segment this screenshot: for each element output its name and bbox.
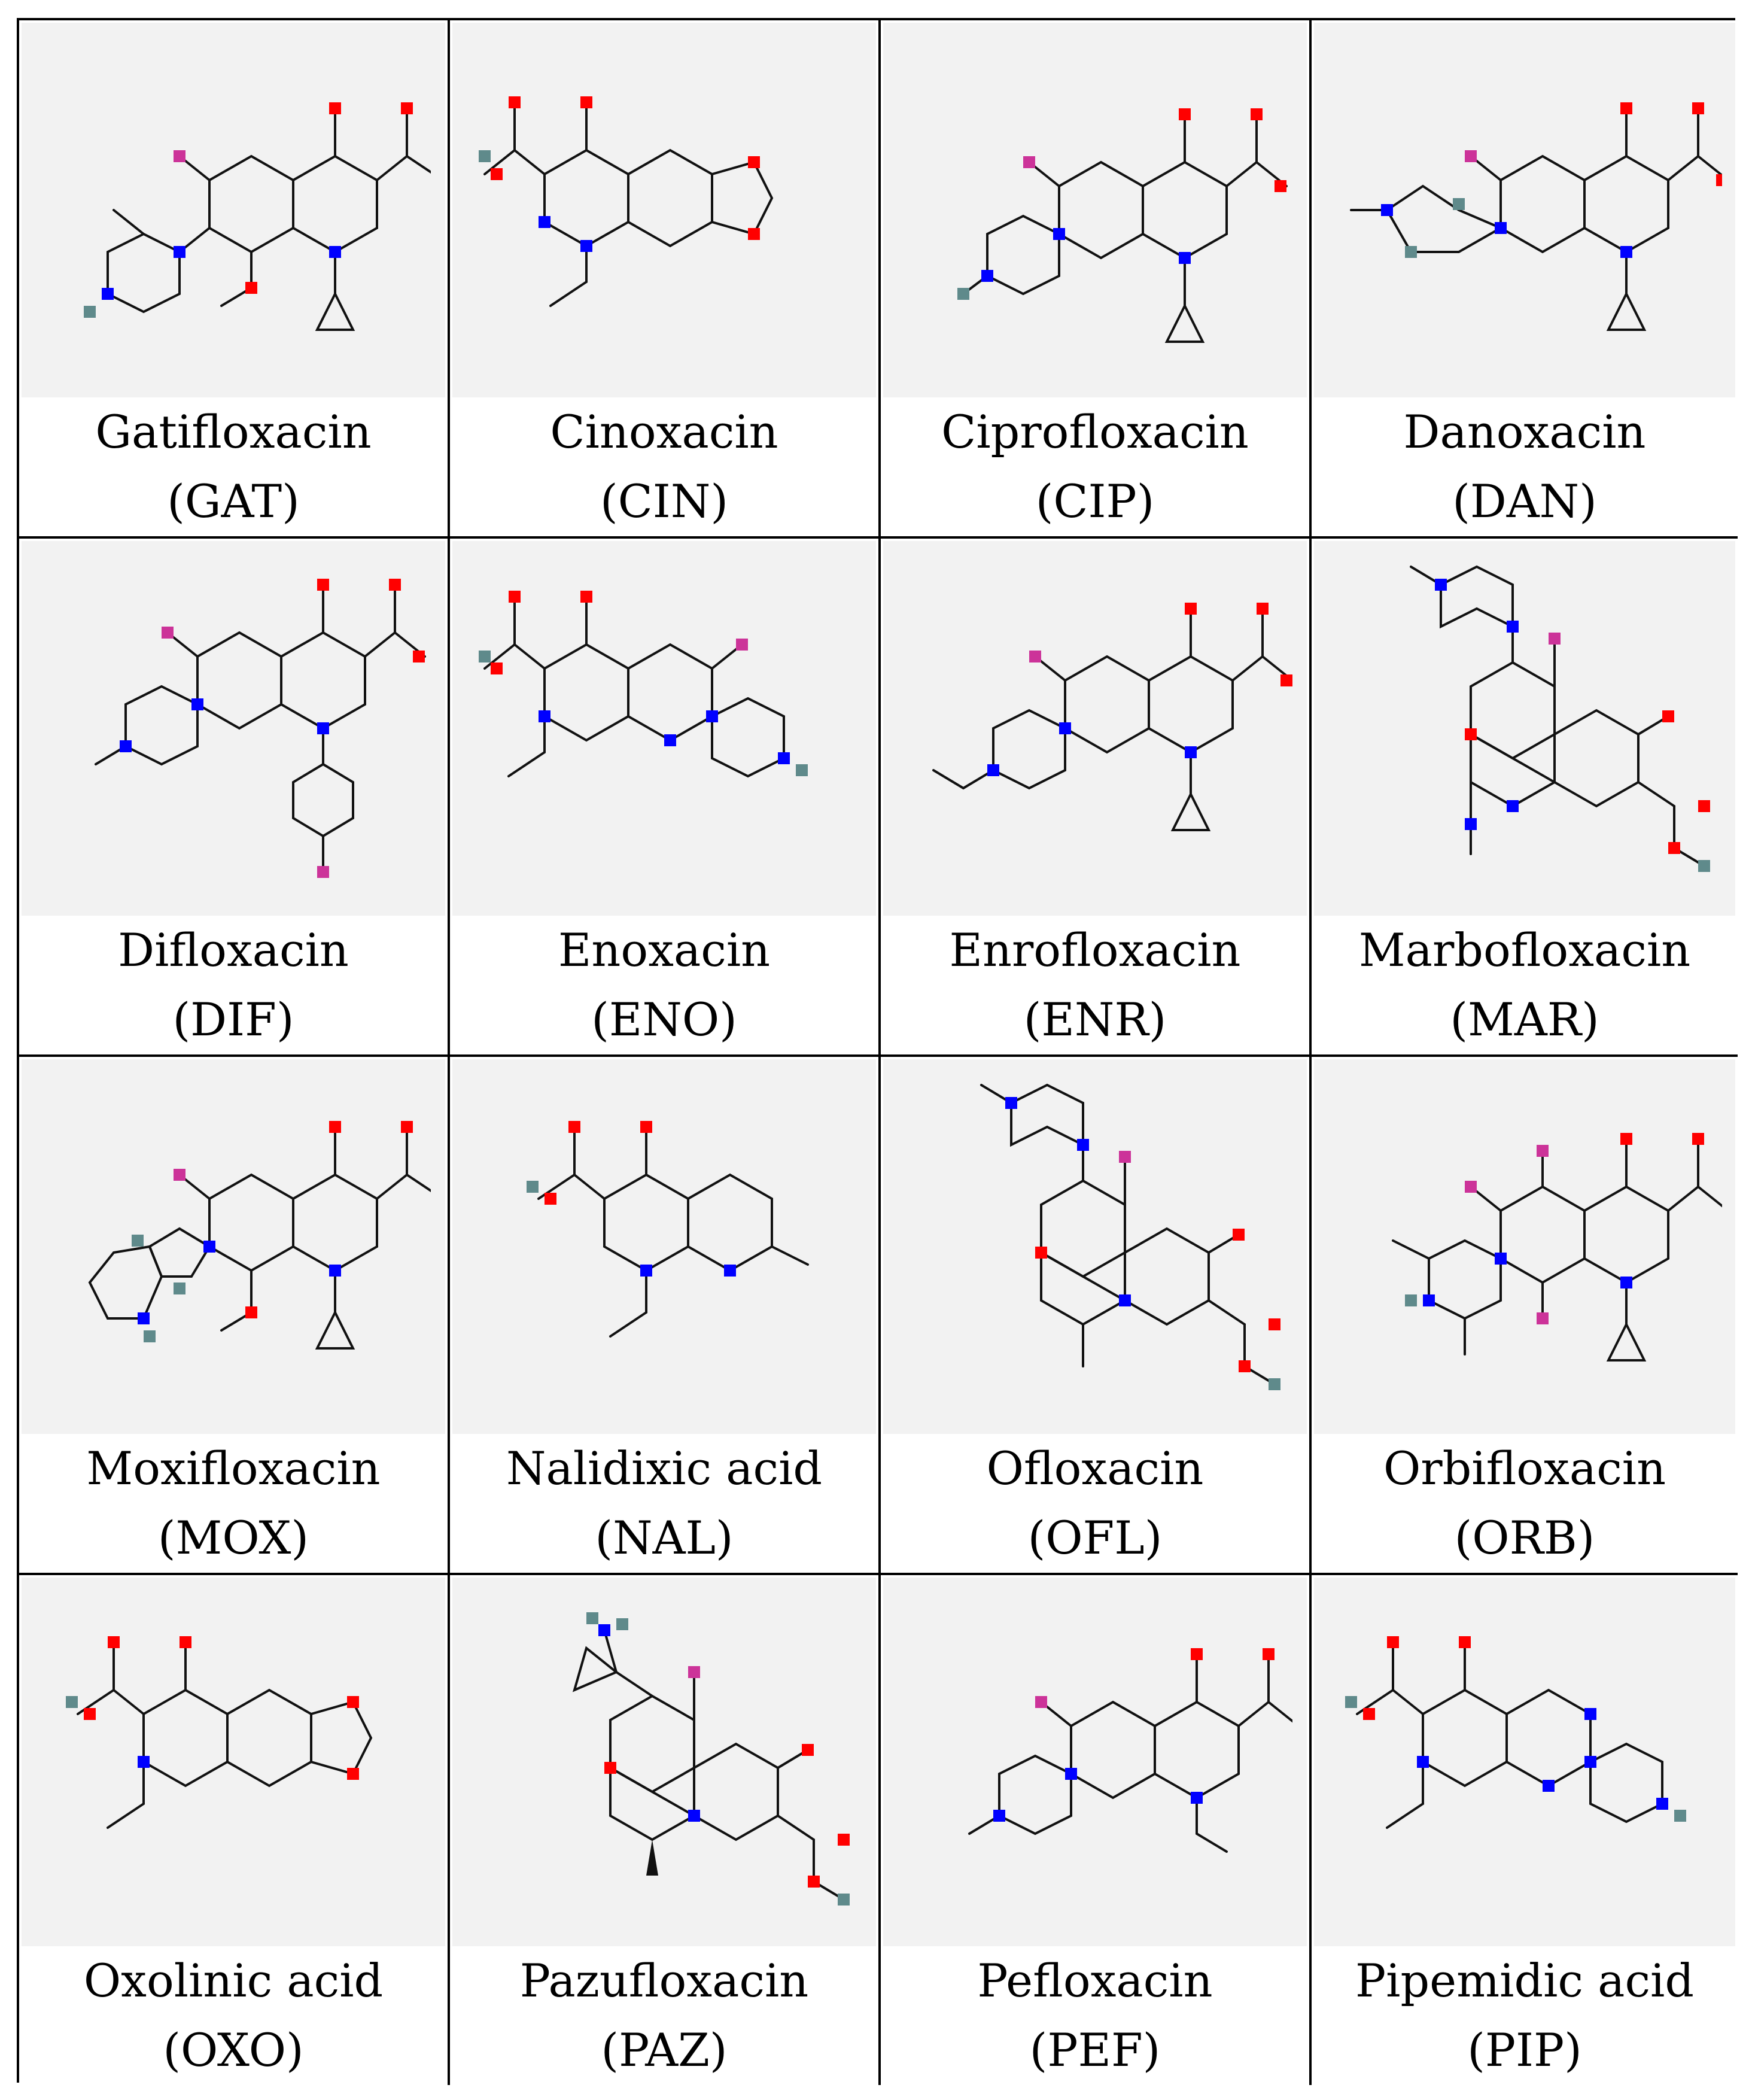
structure-drawing bbox=[84, 102, 431, 331]
structure-drawing bbox=[1350, 102, 1722, 331]
structure-difloxacin bbox=[22, 541, 445, 916]
compound-name: Cinoxacin bbox=[550, 405, 778, 458]
compound-cell-gatifloxacin: Gatifloxacin (GAT) bbox=[19, 20, 450, 539]
structure-enoxacin bbox=[452, 541, 876, 916]
structure-pipemidic-acid bbox=[1314, 1578, 1735, 1946]
compound-name: Gatifloxacin bbox=[95, 405, 372, 458]
compound-cell-danoxacin: Danoxacin (DAN) bbox=[1312, 20, 1738, 539]
structure-drawing bbox=[980, 1083, 1280, 1390]
compound-caption: Difloxacin (DIF) bbox=[19, 916, 448, 1054]
compound-abbr: (MAR) bbox=[1450, 993, 1599, 1046]
compound-abbr: (PAZ) bbox=[601, 2023, 728, 2077]
compound-caption: Enrofloxacin (ENR) bbox=[881, 916, 1309, 1054]
structure-drawing bbox=[66, 1636, 373, 1829]
compound-cell-cinoxacin: Cinoxacin (CIN) bbox=[450, 20, 881, 539]
compound-caption: Pefloxacin (PEF) bbox=[881, 1946, 1309, 2085]
structure-drawing bbox=[968, 1648, 1292, 1853]
structure-enrofloxacin bbox=[883, 541, 1307, 916]
compound-abbr: (OXO) bbox=[163, 2023, 304, 2077]
compound-caption: Cinoxacin (CIN) bbox=[450, 397, 878, 536]
compound-name: Moxifloxacin bbox=[86, 1442, 381, 1495]
structure-moxifloxacin bbox=[22, 1059, 445, 1434]
compound-caption: Oxolinic acid (OXO) bbox=[19, 1946, 448, 2085]
compound-caption: Marbofloxacin (MAR) bbox=[1312, 916, 1738, 1054]
structure-drawing bbox=[479, 96, 774, 307]
compound-abbr: (NAL) bbox=[595, 1511, 734, 1564]
compound-abbr: (CIN) bbox=[600, 475, 728, 528]
compound-abbr: (DAN) bbox=[1452, 475, 1597, 528]
compound-abbr: (ORB) bbox=[1454, 1511, 1595, 1564]
structure-drawing bbox=[1345, 1636, 1686, 1829]
compound-caption: Ciprofloxacin (CIP) bbox=[881, 397, 1309, 536]
compound-cell-difloxacin: Difloxacin (DIF) bbox=[19, 539, 450, 1057]
structure-oxolinic-acid bbox=[22, 1578, 445, 1946]
compound-caption: Moxifloxacin (MOX) bbox=[19, 1434, 448, 1573]
compound-name: Marbofloxacin bbox=[1358, 923, 1691, 977]
structure-ciprofloxacin bbox=[883, 23, 1307, 397]
compound-abbr: (ENO) bbox=[591, 993, 737, 1046]
structure-danoxacin bbox=[1314, 23, 1735, 397]
compound-cell-pipemidic-acid: Pipemidic acid (PIP) bbox=[1312, 1575, 1738, 2085]
compound-cell-ciprofloxacin: Ciprofloxacin (CIP) bbox=[881, 20, 1312, 539]
compound-caption: Gatifloxacin (GAT) bbox=[19, 397, 448, 536]
compound-cell-enrofloxacin: Enrofloxacin (ENR) bbox=[881, 539, 1312, 1057]
compound-caption: Pazufloxacin (PAZ) bbox=[450, 1946, 878, 2085]
compound-cell-pefloxacin: Pefloxacin (PEF) bbox=[881, 1575, 1312, 2085]
compound-abbr: (OFL) bbox=[1027, 1511, 1163, 1564]
compound-caption: Enoxacin (ENO) bbox=[450, 916, 878, 1054]
compound-abbr: (MOX) bbox=[157, 1511, 309, 1564]
structure-drawing bbox=[1392, 1133, 1722, 1361]
compound-abbr: (ENR) bbox=[1023, 993, 1167, 1046]
structure-drawing bbox=[95, 579, 426, 878]
compound-caption: Nalidixic acid (NAL) bbox=[450, 1434, 878, 1573]
structure-pefloxacin bbox=[883, 1578, 1307, 1946]
compound-cell-oxolinic-acid: Oxolinic acid (OXO) bbox=[19, 1575, 450, 2085]
compound-cell-orbifloxacin: Orbifloxacin (ORB) bbox=[1312, 1057, 1738, 1575]
structure-cinoxacin bbox=[452, 23, 876, 397]
compound-abbr: (GAT) bbox=[167, 475, 300, 528]
structure-drawing bbox=[572, 1612, 850, 1906]
compound-abbr: (PEF) bbox=[1029, 2023, 1161, 2077]
structure-orbifloxacin bbox=[1314, 1059, 1735, 1434]
compound-name: Ciprofloxacin bbox=[941, 405, 1249, 458]
compound-name: Difloxacin bbox=[118, 923, 349, 977]
compound-abbr: (CIP) bbox=[1035, 475, 1155, 528]
compound-name: Pefloxacin bbox=[977, 1954, 1213, 2007]
structure-drawing bbox=[1410, 565, 1710, 872]
compound-name: Orbifloxacin bbox=[1383, 1442, 1666, 1495]
structure-drawing bbox=[527, 1121, 809, 1338]
compound-name: Enoxacin bbox=[558, 923, 771, 977]
structure-drawing bbox=[932, 603, 1292, 831]
structure-gatifloxacin bbox=[22, 23, 445, 397]
structure-drawing bbox=[957, 108, 1288, 343]
compound-name: Danoxacin bbox=[1403, 405, 1646, 458]
compound-cell-ofloxacin: Ofloxacin (OFL) bbox=[881, 1057, 1312, 1575]
structure-pazufloxacin bbox=[452, 1578, 876, 1946]
compound-caption: Orbifloxacin (ORB) bbox=[1312, 1434, 1738, 1573]
compound-name: Nalidixic acid bbox=[506, 1442, 823, 1495]
compound-abbr: (PIP) bbox=[1467, 2023, 1582, 2077]
structure-marbofloxacin bbox=[1314, 541, 1735, 916]
compound-name: Enrofloxacin bbox=[949, 923, 1241, 977]
compound-cell-marbofloxacin: Marbofloxacin (MAR) bbox=[1312, 539, 1738, 1057]
compound-caption: Danoxacin (DAN) bbox=[1312, 397, 1738, 536]
compound-caption: Pipemidic acid (PIP) bbox=[1312, 1946, 1738, 2085]
compound-abbr: (DIF) bbox=[172, 993, 294, 1046]
structure-drawing bbox=[479, 591, 808, 778]
compound-name: Oxolinic acid bbox=[83, 1954, 384, 2007]
structure-drawing bbox=[88, 1121, 431, 1350]
compound-table: Gatifloxacin (GAT) bbox=[17, 18, 1738, 2085]
compound-caption: Ofloxacin (OFL) bbox=[881, 1434, 1309, 1573]
compound-cell-pazufloxacin: Pazufloxacin (PAZ) bbox=[450, 1575, 881, 2085]
structure-nalidixic-acid bbox=[452, 1059, 876, 1434]
compound-name: Ofloxacin bbox=[986, 1442, 1204, 1495]
compound-cell-moxifloxacin: Moxifloxacin (MOX) bbox=[19, 1057, 450, 1575]
compound-name: Pazufloxacin bbox=[519, 1954, 809, 2007]
compound-cell-nalidixic-acid: Nalidixic acid (NAL) bbox=[450, 1057, 881, 1575]
compound-name: Pipemidic acid bbox=[1355, 1954, 1694, 2007]
structure-ofloxacin bbox=[883, 1059, 1307, 1434]
compound-cell-enoxacin: Enoxacin (ENO) bbox=[450, 539, 881, 1057]
